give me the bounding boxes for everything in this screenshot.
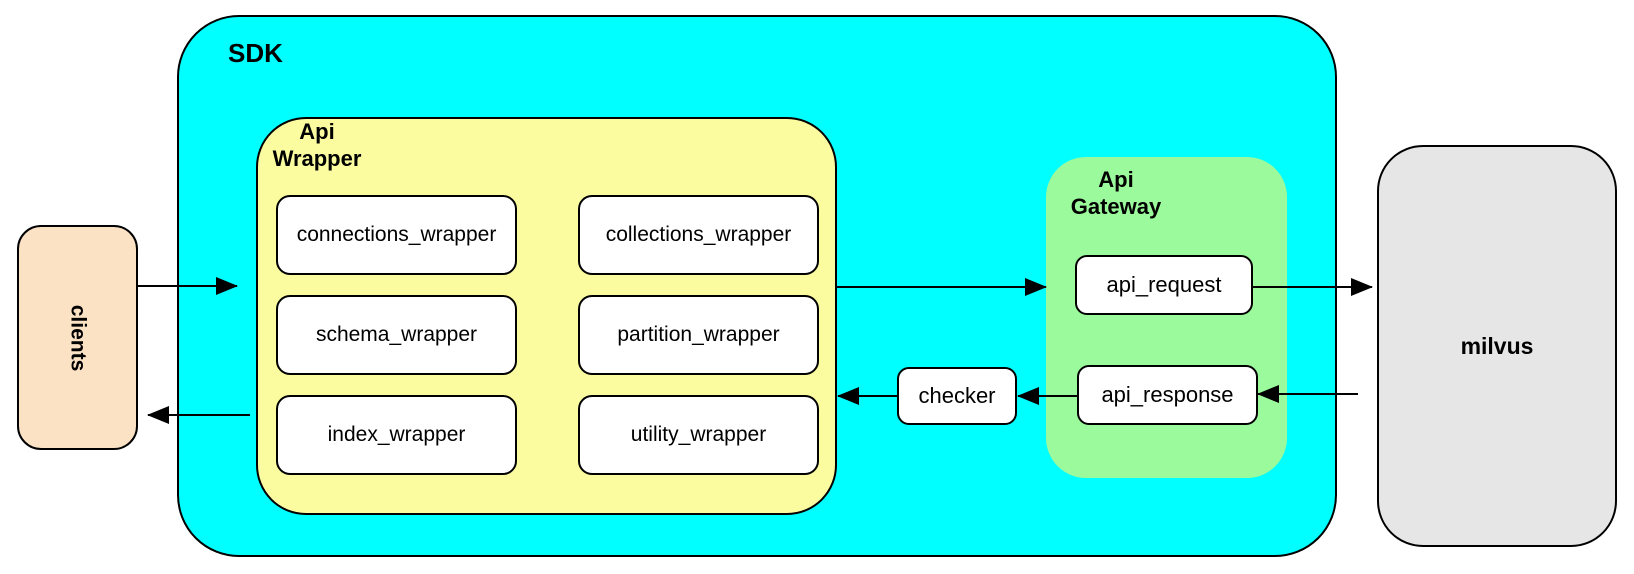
- node-utility-wrapper-label: utility_wrapper: [630, 423, 767, 446]
- api-wrapper-label-line2: Wrapper: [272, 146, 362, 171]
- node-collections-wrapper: collections_wrapper: [578, 195, 819, 275]
- node-collections-wrapper-label: collections_wrapper: [605, 223, 792, 246]
- node-schema-wrapper-label: schema_wrapper: [315, 323, 478, 346]
- api-wrapper-label-line1: Api: [299, 119, 335, 144]
- node-api-response: api_response: [1077, 365, 1258, 425]
- node-api-response-label: api_response: [1101, 382, 1234, 407]
- clients-node: clients: [17, 225, 138, 450]
- node-connections-wrapper-label: connections_wrapper: [296, 223, 497, 246]
- api-gateway-label-line2: Gateway: [1070, 194, 1162, 219]
- sdk-label: SDK: [228, 38, 283, 68]
- milvus-node: milvus: [1377, 145, 1617, 547]
- milvus-label: milvus: [1460, 332, 1534, 359]
- node-checker-label: checker: [918, 383, 996, 408]
- api-gateway-label-line1: Api: [1098, 167, 1134, 192]
- node-partition-wrapper: partition_wrapper: [578, 295, 819, 375]
- node-index-wrapper-label: index_wrapper: [327, 423, 466, 446]
- node-checker: checker: [897, 367, 1017, 425]
- api-wrapper-label: Api Wrapper: [257, 118, 377, 172]
- node-utility-wrapper: utility_wrapper: [578, 395, 819, 475]
- clients-label: clients: [66, 304, 90, 371]
- node-api-request-label: api_request: [1106, 272, 1222, 297]
- node-index-wrapper: index_wrapper: [276, 395, 517, 475]
- node-connections-wrapper: connections_wrapper: [276, 195, 517, 275]
- node-api-request: api_request: [1075, 255, 1253, 315]
- node-partition-wrapper-label: partition_wrapper: [617, 323, 780, 346]
- api-gateway-label: Api Gateway: [1056, 166, 1176, 220]
- node-schema-wrapper: schema_wrapper: [276, 295, 517, 375]
